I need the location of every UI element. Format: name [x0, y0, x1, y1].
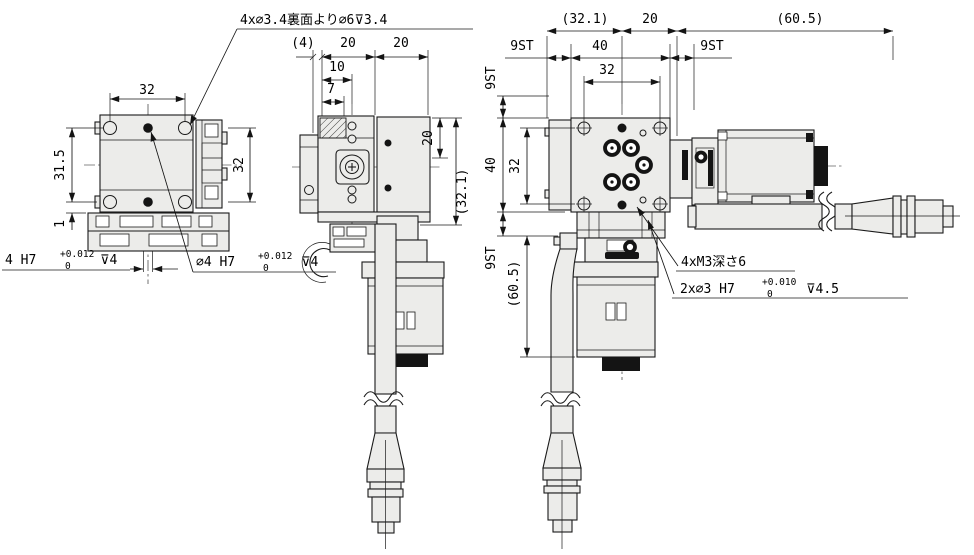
motor-cap	[390, 354, 428, 367]
dim-right-overall: (32.1)	[455, 169, 470, 216]
plan-view: (32.1) 20 (60.5) 9ST 40 9ST 32	[484, 12, 960, 549]
note-mount-text: 4x∅3.4裏面より∅6⊽3.4	[240, 13, 388, 28]
connector-barrel	[547, 492, 578, 521]
table-edge	[548, 119, 572, 211]
cable-z	[540, 232, 582, 549]
stage-top	[570, 117, 671, 213]
connector-barrel	[371, 496, 401, 523]
dim-base-left: 1	[53, 220, 68, 228]
corner-hole	[103, 195, 117, 209]
plan-dimensions-left: 9ST 40 32 9ST (60.5)	[484, 66, 575, 358]
dim-left-holes: 32	[508, 158, 523, 174]
dim-width-top: 32	[139, 83, 155, 98]
pin-hole	[617, 200, 627, 210]
x-motor	[669, 129, 828, 206]
dim-top-left: (32.1)	[562, 12, 609, 27]
corner-hole	[178, 121, 192, 135]
dim-holes: 32	[599, 63, 615, 78]
dim-ten: 10	[329, 60, 345, 75]
tap-note-text: 4xM3深さ6	[681, 255, 746, 270]
dim-stroke-left: 9ST	[510, 39, 534, 54]
plan-dimensions-top: (32.1) 20 (60.5) 9ST 40 9ST 32	[505, 12, 894, 136]
dim-height-left: 31.5	[53, 149, 68, 180]
front-dimensions: 32 31.5 1 32	[53, 83, 256, 230]
cable-x	[687, 191, 960, 238]
note-tap-holes: 4xM3深さ6	[636, 206, 795, 272]
dim-pitch2: 20	[393, 36, 409, 51]
slot-note-tol-dn: 0	[65, 261, 71, 272]
dim-top-mid: 20	[642, 12, 658, 27]
dim-left-stroke-top: 9ST	[484, 66, 499, 90]
dim-left-overall: (60.5)	[507, 261, 522, 308]
cable-break	[818, 191, 830, 232]
dim-top-right: (60.5)	[777, 12, 824, 27]
cable-break	[363, 391, 404, 403]
z-assembly	[562, 211, 666, 371]
ream-note-label: 2x∅3 H7	[680, 282, 735, 297]
note-mount-holes: 4x∅3.4裏面より∅6⊽3.4	[189, 13, 473, 126]
body-right	[376, 116, 431, 213]
pin-note-label: ∅4 H7	[196, 255, 235, 270]
slot-note-depth: ⊽4	[100, 253, 118, 268]
dim-stroke-right: 9ST	[700, 39, 724, 54]
ream-note-tol-dn: 0	[767, 289, 773, 300]
side-dimensions-top: (4) 20 20 10 7	[291, 36, 429, 133]
corner-hole	[178, 195, 192, 209]
dim-left-height: 40	[484, 157, 499, 173]
slot-note-tol-up: +0.012	[60, 249, 94, 260]
reamed-hole	[639, 196, 647, 204]
pin-note-tol-dn: 0	[263, 263, 269, 274]
front-view: 32 31.5 1 32 4x∅3.4裏面より∅6⊽3.4 ∅4 H7 +0.0…	[2, 13, 473, 284]
ream-note-depth: ⊽4.5	[806, 282, 839, 297]
dim-left-stroke-bottom: 9ST	[484, 246, 499, 270]
ream-note-tol-up: +0.010	[762, 277, 797, 288]
dim-pitch1: 20	[340, 36, 356, 51]
motor-cap	[602, 357, 640, 371]
dim-ref: (4)	[291, 36, 314, 51]
base-rail	[87, 212, 230, 272]
connector-barrel	[914, 199, 944, 234]
cable-break	[540, 392, 581, 404]
dim-right-top: 20	[421, 130, 436, 146]
shaft-section	[319, 117, 347, 139]
pin-hole	[143, 197, 153, 207]
coupling	[335, 149, 370, 185]
pin-hole	[143, 123, 153, 133]
corner-holes	[576, 120, 668, 212]
pin-note-tol-up: +0.012	[258, 251, 292, 262]
dim-height-right: 32	[232, 157, 247, 173]
note-slot: 4 H7 +0.012 0 ⊽4	[2, 249, 178, 273]
tapped-holes	[603, 139, 653, 191]
slot-note-label: 4 H7	[5, 253, 36, 268]
dim-width: 40	[592, 39, 608, 54]
cable-vertical	[363, 223, 405, 549]
pin-hole	[617, 123, 627, 133]
corner-hole	[103, 121, 117, 135]
reamed-hole	[639, 129, 647, 137]
side-dimensions-right: 20 (32.1)	[420, 117, 470, 226]
adjust-knob	[814, 146, 828, 186]
side-view: (4) 20 20 10 7 20 (32.1)	[291, 36, 470, 549]
note-ream-holes: 2x∅3 H7 +0.010 0 ⊽4.5	[647, 219, 908, 300]
side-connector	[195, 119, 228, 209]
dim-seven: 7	[327, 82, 335, 97]
motor-side	[361, 261, 445, 367]
